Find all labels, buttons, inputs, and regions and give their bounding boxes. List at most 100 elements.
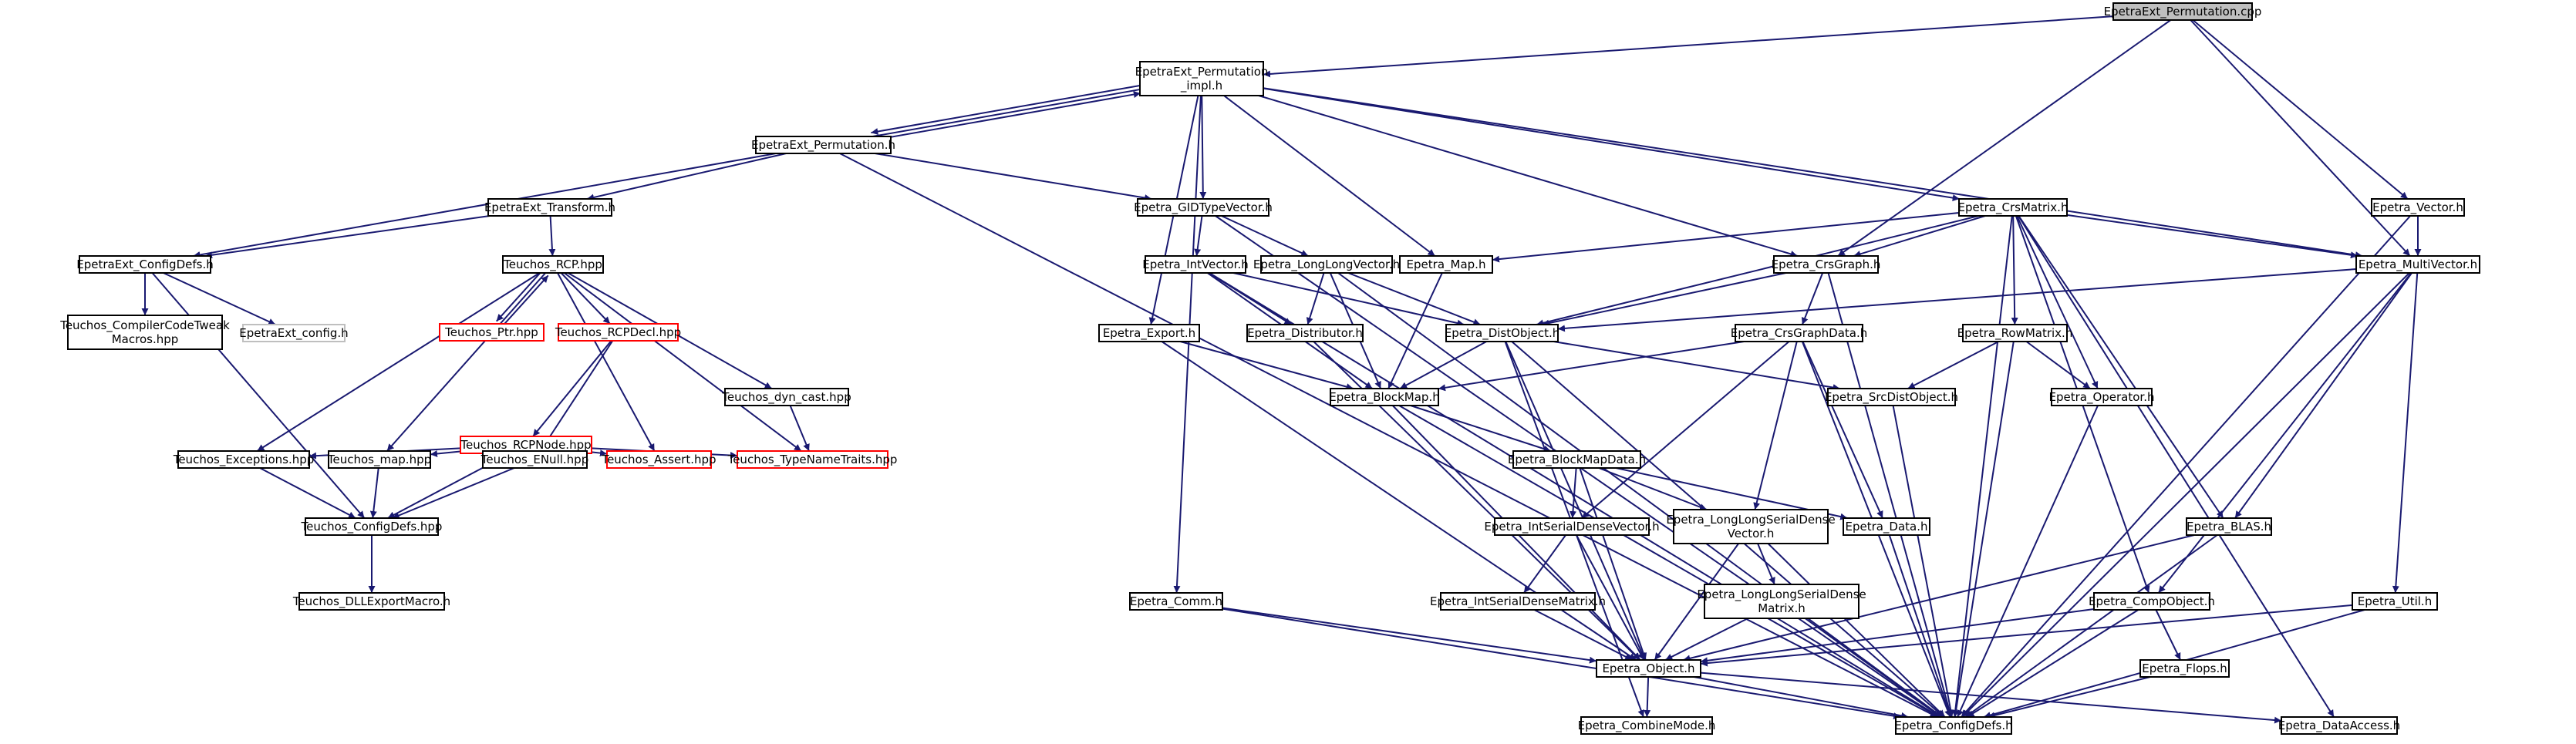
- node-box[interactable]: [242, 324, 346, 342]
- node-box[interactable]: [1673, 509, 1829, 544]
- node-object[interactable]: Epetra_Object.h: [1596, 659, 1701, 678]
- node-dllexport[interactable]: Teuchos_DLLExportMacro.h: [292, 592, 450, 611]
- node-perm_impl[interactable]: EpetraExt_Permutation_impl.h: [1135, 61, 1269, 96]
- node-crsgraphdata[interactable]: Epetra_CrsGraphData.h: [1731, 324, 1868, 342]
- node-comm[interactable]: Epetra_Comm.h: [1129, 592, 1223, 611]
- node-box[interactable]: [502, 255, 604, 274]
- node-box[interactable]: [2371, 198, 2465, 217]
- node-root[interactable]: EpetraExt_Permutation.cpp: [2104, 2, 2262, 21]
- node-box[interactable]: [2352, 592, 2438, 611]
- node-transform[interactable]: EpetraExt_Transform.h: [484, 198, 615, 217]
- node-ext_config[interactable]: EpetraExt_config.h: [239, 324, 349, 342]
- node-blockmapdata[interactable]: Epetra_BlockMapData.h: [1508, 450, 1646, 469]
- node-box[interactable]: [2051, 388, 2153, 406]
- node-distobject[interactable]: Epetra_DistObject.h: [1445, 324, 1560, 342]
- node-box[interactable]: [328, 450, 431, 469]
- node-box[interactable]: [1399, 255, 1493, 274]
- node-box[interactable]: [1145, 255, 1246, 274]
- node-box[interactable]: [2093, 592, 2210, 611]
- node-box[interactable]: [487, 198, 612, 217]
- node-box[interactable]: [1895, 716, 2012, 735]
- node-blas[interactable]: Epetra_BLAS.h: [2186, 517, 2272, 536]
- node-rowmatrix[interactable]: Epetra_RowMatrix.h: [1957, 324, 2073, 342]
- node-rcp[interactable]: Teuchos_RCP.hpp: [502, 255, 604, 274]
- node-box[interactable]: [79, 255, 211, 274]
- node-operator[interactable]: Epetra_Operator.h: [2048, 388, 2155, 406]
- node-box[interactable]: [298, 592, 445, 611]
- node-gidtype[interactable]: Epetra_GIDTypeVector.h: [1134, 198, 1273, 217]
- node-distributor[interactable]: Epetra_Distributor.h: [1246, 324, 1364, 342]
- node-data[interactable]: Epetra_Data.h: [1843, 517, 1930, 536]
- node-box[interactable]: [1962, 324, 2068, 342]
- node-box[interactable]: [305, 517, 439, 536]
- node-perm_h[interactable]: EpetraExt_Permutation.h: [751, 136, 895, 154]
- node-dyn_cast[interactable]: Teuchos_dyn_cast.hpp: [721, 388, 851, 406]
- node-box[interactable]: [2112, 2, 2253, 21]
- node-box[interactable]: [1596, 659, 1701, 678]
- node-flops[interactable]: Epetra_Flops.h: [2139, 659, 2230, 678]
- node-blockmap[interactable]: Epetra_BlockMap.h: [1329, 388, 1440, 406]
- node-box[interactable]: [67, 315, 223, 350]
- node-box[interactable]: [1827, 388, 1956, 406]
- node-box[interactable]: [1129, 592, 1223, 611]
- node-teuchos_configdefs[interactable]: Teuchos_ConfigDefs.hpp: [301, 517, 443, 536]
- node-rcpdecl[interactable]: Teuchos_RCPDecl.hpp: [555, 323, 681, 342]
- node-intvector[interactable]: Epetra_IntVector.h: [1142, 255, 1249, 274]
- node-box[interactable]: [1330, 388, 1439, 406]
- node-box[interactable]: [606, 450, 712, 469]
- node-box[interactable]: [1440, 592, 1596, 611]
- node-intsdm[interactable]: Epetra_IntSerialDenseMatrix.h: [1430, 592, 1606, 611]
- node-box[interactable]: [1260, 255, 1393, 274]
- node-enull[interactable]: Teuchos_ENull.hpp: [480, 450, 588, 469]
- node-typenametraits[interactable]: Teuchos_TypeNameTraits.hpp: [727, 450, 898, 469]
- node-map_hpp[interactable]: Teuchos_map.hpp: [327, 450, 431, 469]
- node-box[interactable]: [439, 323, 545, 342]
- node-box[interactable]: [482, 450, 588, 469]
- node-multivector[interactable]: Epetra_MultiVector.h: [2355, 255, 2480, 274]
- node-label: Epetra_DistObject.h: [1445, 326, 1560, 341]
- node-box[interactable]: [1958, 198, 2068, 217]
- node-crsmatrix[interactable]: Epetra_CrsMatrix.h: [1958, 198, 2069, 217]
- node-box[interactable]: [1137, 198, 1269, 217]
- node-box[interactable]: [558, 323, 679, 342]
- node-combinemode[interactable]: Epetra_CombineMode.h: [1578, 716, 1716, 735]
- node-box[interactable]: [1704, 584, 1860, 619]
- node-box[interactable]: [1580, 716, 1713, 735]
- node-box[interactable]: [1098, 324, 1200, 342]
- node-box[interactable]: [1445, 324, 1559, 342]
- node-box[interactable]: [1246, 324, 1364, 342]
- node-compobject[interactable]: Epetra_CompObject.h: [2089, 592, 2215, 611]
- node-box[interactable]: [177, 450, 310, 469]
- node-export[interactable]: Epetra_Export.h: [1098, 324, 1200, 342]
- node-assert[interactable]: Teuchos_Assert.hpp: [601, 450, 716, 469]
- node-box[interactable]: [1735, 324, 1863, 342]
- node-box[interactable]: [724, 388, 849, 406]
- node-map_h[interactable]: Epetra_Map.h: [1399, 255, 1493, 274]
- node-intsdv[interactable]: Epetra_IntSerialDenseVector.h: [1484, 517, 1660, 536]
- node-box[interactable]: [1139, 61, 1264, 96]
- node-ptr[interactable]: Teuchos_Ptr.hpp: [439, 323, 545, 342]
- node-exceptions[interactable]: Teuchos_Exceptions.hpp: [173, 450, 315, 469]
- node-box[interactable]: [1494, 517, 1650, 536]
- node-ext_configdefs[interactable]: EpetraExt_ConfigDefs.h: [76, 255, 214, 274]
- node-dataaccess[interactable]: Epetra_DataAccess.h: [2278, 716, 2400, 735]
- node-crsgraph[interactable]: Epetra_CrsGraph.h: [1772, 255, 1881, 274]
- node-box[interactable]: [1773, 255, 1879, 274]
- node-box[interactable]: [1843, 517, 1930, 536]
- node-longlongvector[interactable]: Epetra_LongLongVector.h: [1253, 255, 1400, 274]
- node-util[interactable]: Epetra_Util.h: [2352, 592, 2438, 611]
- node-rcpnode[interactable]: Teuchos_RCPNode.hpp: [460, 436, 592, 454]
- node-box[interactable]: [755, 136, 892, 154]
- node-box[interactable]: [2139, 659, 2230, 678]
- node-box[interactable]: [2355, 255, 2480, 274]
- node-box[interactable]: [737, 450, 888, 469]
- node-box[interactable]: [1512, 450, 1641, 469]
- node-srcdistobject[interactable]: Epetra_SrcDistObject.h: [1825, 388, 1958, 406]
- node-vector[interactable]: Epetra_Vector.h: [2371, 198, 2465, 217]
- node-box[interactable]: [2281, 716, 2398, 735]
- node-box[interactable]: [2186, 517, 2272, 536]
- node-configdefs[interactable]: Epetra_ConfigDefs.h: [1894, 716, 2013, 735]
